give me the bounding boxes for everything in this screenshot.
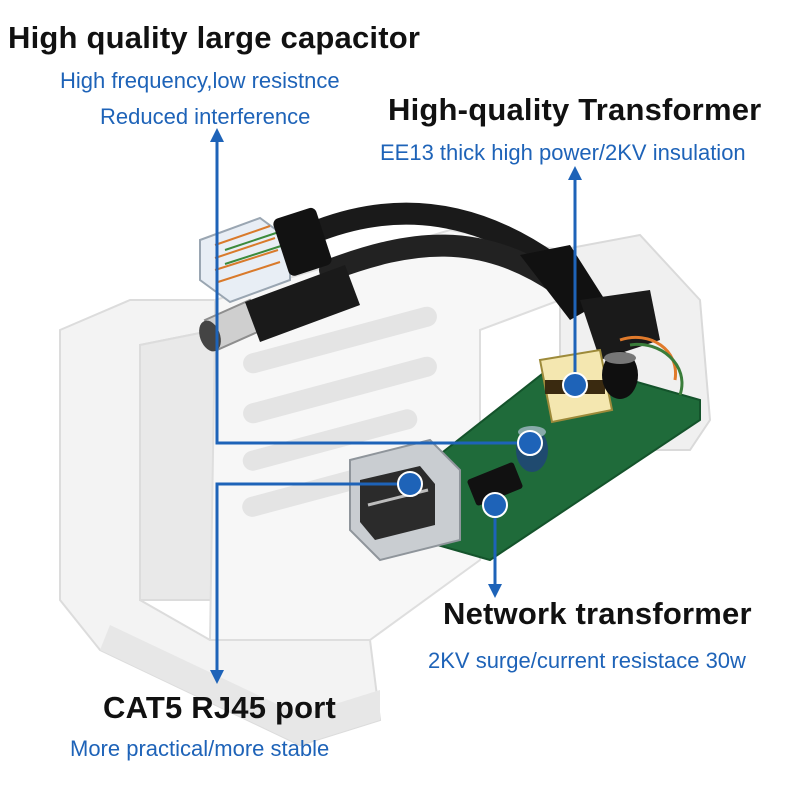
transformer-arrow-head — [568, 166, 582, 180]
transformer-title: High-quality Transformer — [388, 92, 762, 127]
rj45-leader — [215, 482, 410, 675]
network-transformer-arrow-head — [488, 584, 502, 598]
marker-dots — [397, 372, 588, 518]
capacitor-desc-line1: High frequency,low resistnce — [60, 68, 340, 93]
rj45-title: CAT5 RJ45 port — [103, 690, 337, 725]
capacitor-marker-dot — [517, 430, 543, 456]
arrowheads — [210, 128, 582, 684]
enclosure — [59, 228, 712, 747]
capacitor-arrow-head — [210, 128, 224, 142]
leader-lines — [215, 140, 577, 675]
transformer-marker-dot — [562, 372, 588, 398]
capacitor-desc-line2: Reduced interference — [100, 104, 311, 129]
network-transformer-marker-dot — [482, 492, 508, 518]
capacitor-title: High quality large capacitor — [8, 20, 421, 55]
network-transformer-title: Network transformer — [443, 596, 752, 631]
rj45-marker-dot — [397, 471, 423, 497]
dc-plug — [199, 265, 360, 352]
rj45-desc: More practical/more stable — [70, 736, 330, 761]
rj45-jack — [349, 438, 461, 562]
transformer-desc: EE13 thick high power/2KV insulation — [380, 140, 746, 165]
rj45-plug — [199, 207, 332, 304]
capacitor-leader — [215, 140, 530, 445]
rj45-arrow-head — [210, 670, 224, 684]
network-transformer-desc: 2KV surge/current resistace 30w — [428, 648, 746, 673]
